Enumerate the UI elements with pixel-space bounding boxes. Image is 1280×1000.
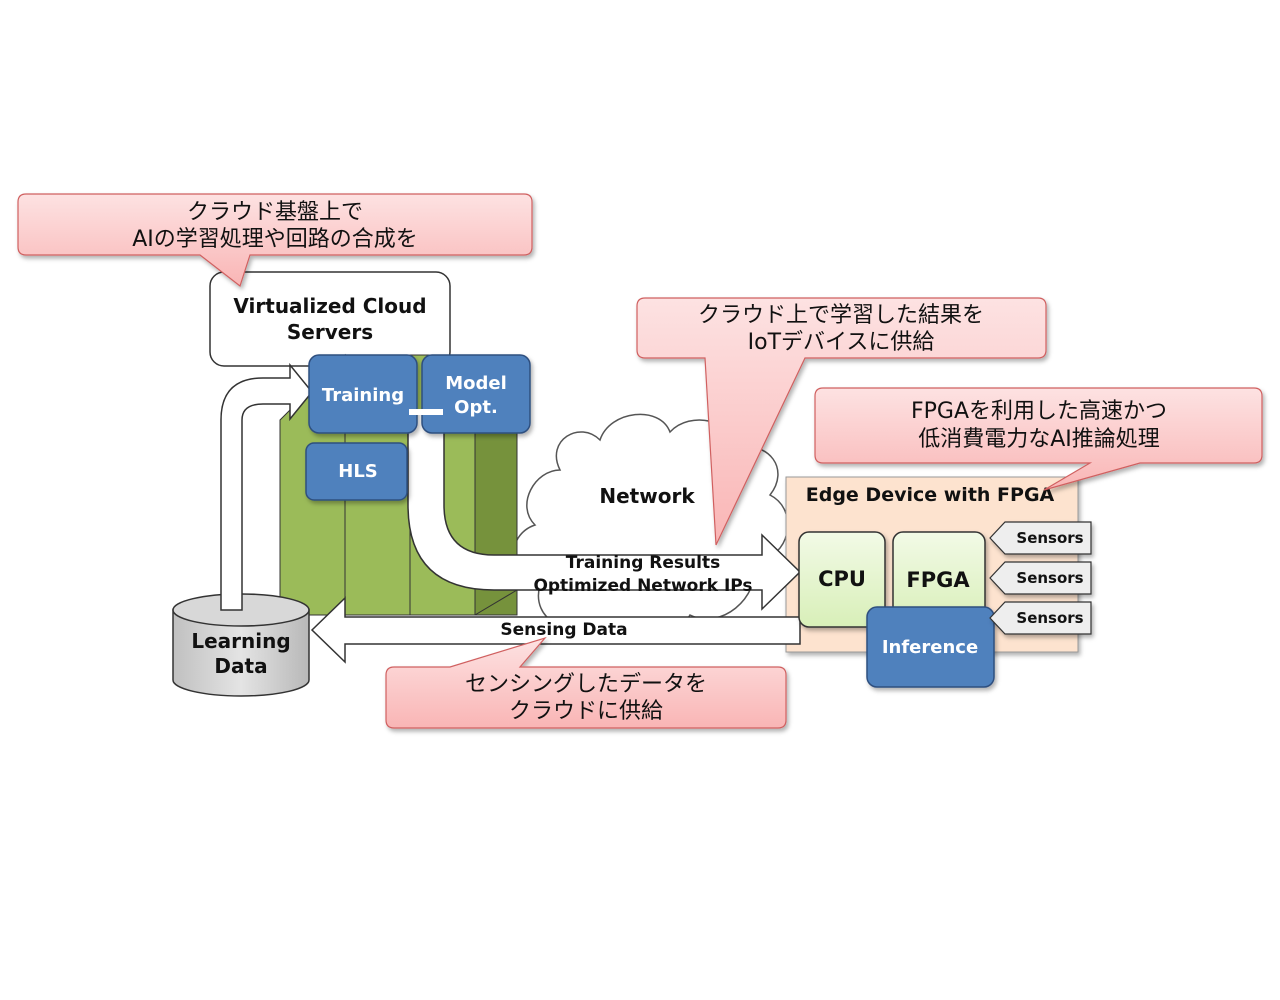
hls-label: HLS: [338, 461, 378, 482]
sensing-arrow: [310, 596, 801, 664]
sensor-tag: [989, 601, 1092, 635]
cloud-servers-title-box: Virtualized Cloud Servers: [209, 271, 451, 367]
callout-sensing: センシングしたデータを クラウドに供給: [385, 636, 787, 729]
cloud-blocks: Training Model Opt. HLS: [305, 354, 531, 501]
callout-cloud-ai: クラウド基盤上で AIの学習処理や回路の合成を: [17, 193, 533, 287]
callout-iot-line1: クラウド上で学習した結果を: [698, 303, 984, 328]
edge-title: Edge Device with FPGA: [806, 484, 1055, 506]
callout-sensing-line2: クラウドに供給: [509, 699, 663, 724]
sensor-label: Sensors: [1016, 609, 1083, 627]
edge-chips: CPU FPGA Inference: [798, 531, 995, 688]
callout-fpga-line1: FPGAを利用した高速かつ: [911, 399, 1167, 424]
callout-cloud-ai-line1: クラウド基盤上で: [187, 200, 363, 225]
results-arrow: [407, 409, 802, 611]
model-opt-block: [421, 354, 531, 434]
db-label-line2: Data: [214, 654, 267, 678]
cpu-chip: [798, 531, 886, 628]
callout-iot-supply: クラウド上で学習した結果を IoTデバイスに供給: [636, 297, 1047, 546]
results-label-line2: Optimized Network IPs: [533, 576, 752, 596]
sensor-label: Sensors: [1016, 529, 1083, 547]
training-block: [308, 354, 418, 434]
callout-sensing-line1: センシングしたデータを: [465, 672, 707, 697]
cloud-title-line2: Servers: [287, 320, 373, 344]
sensing-label: Sensing Data: [500, 620, 627, 640]
inference-block: [866, 606, 995, 688]
model-opt-label-line2: Opt.: [454, 397, 498, 418]
cloud-title-line1: Virtualized Cloud: [233, 294, 426, 318]
callout-fpga-line2: 低消費電力なAI推論処理: [918, 427, 1160, 452]
db-label-line1: Learning: [191, 629, 290, 653]
sensors-group: Sensors Sensors Sensors: [989, 521, 1092, 635]
sensor-label: Sensors: [1016, 569, 1083, 587]
inference-label: Inference: [882, 637, 978, 658]
sensor-tag: [989, 521, 1092, 555]
cpu-label: CPU: [818, 567, 866, 591]
network-label: Network: [599, 484, 695, 508]
fpga-label: FPGA: [906, 568, 970, 592]
callout-iot-line2: IoTデバイスに供給: [748, 330, 935, 355]
sensor-tag: [989, 561, 1092, 595]
callout-cloud-ai-line2: AIの学習処理や回路の合成を: [132, 227, 418, 252]
callout-fpga-infer: FPGAを利用した高速かつ 低消費電力なAI推論処理: [814, 387, 1263, 491]
model-opt-label-line1: Model: [445, 373, 507, 394]
training-label: Training: [322, 385, 404, 406]
hls-block: [305, 442, 408, 501]
results-label-line1: Training Results: [566, 553, 720, 573]
